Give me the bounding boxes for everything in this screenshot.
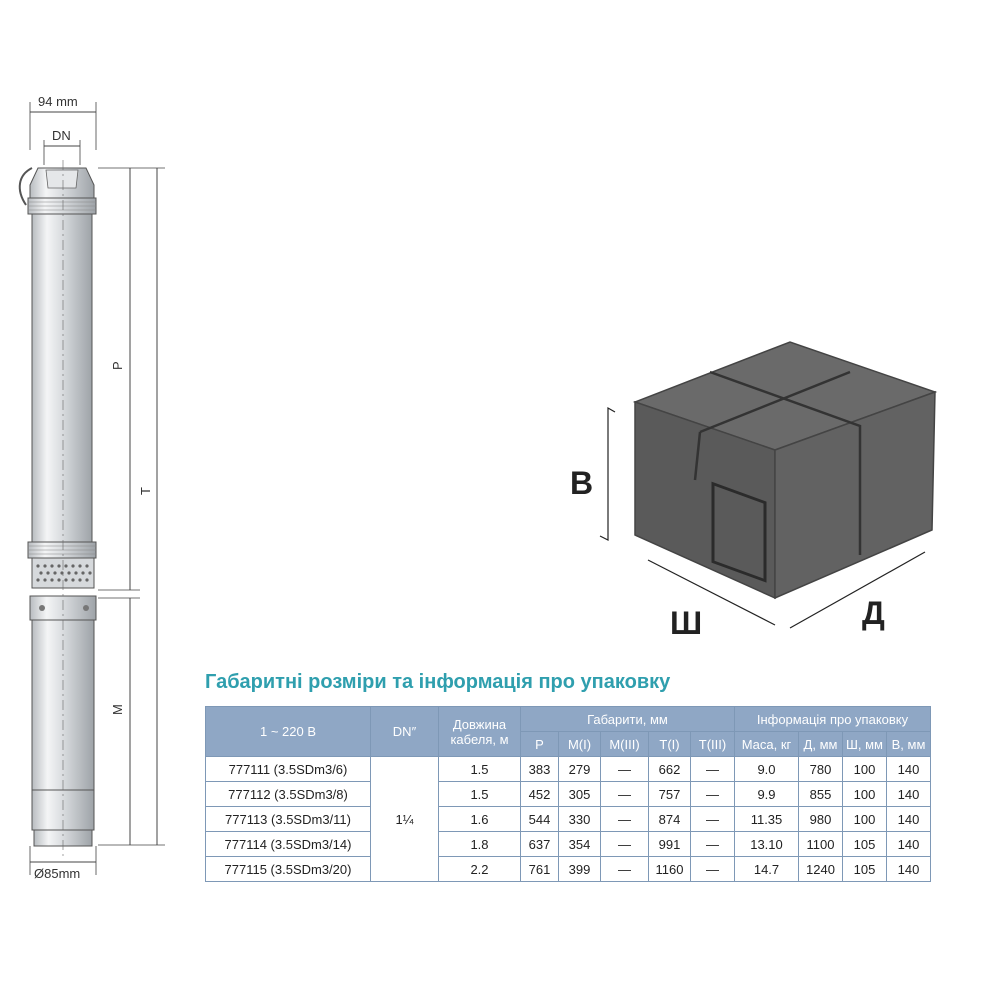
header-dimensions: Габарити, мм xyxy=(520,706,735,732)
cell-w: 100 xyxy=(842,781,887,807)
pump-drawing: 94 mm DN P T M Ø xyxy=(18,94,165,881)
cell-d: 1240 xyxy=(798,856,843,882)
cell-d: 855 xyxy=(798,781,843,807)
cell-m3: — xyxy=(600,856,649,882)
table-row: 777113 (3.5SDm3/11) 1.6 544 330 — 874 — … xyxy=(205,806,931,832)
subheader-row: P M(I) M(III) T(I) T(III) Маса, кг Д, мм… xyxy=(206,731,931,757)
cell-t1: 874 xyxy=(648,806,691,832)
cell-cable: 2.2 xyxy=(438,856,521,882)
cell-m3: — xyxy=(600,831,649,857)
subheader-t3: T(III) xyxy=(690,731,735,757)
subheader-p: P xyxy=(520,731,559,757)
dim-width-label: 94 mm xyxy=(38,94,78,109)
cell-t3: — xyxy=(690,856,735,882)
header-cable-line1: Довжина xyxy=(452,716,507,732)
subheader-m1: M(I) xyxy=(558,731,601,757)
dim-m-label: M xyxy=(110,704,125,715)
cell-cable: 1.5 xyxy=(438,781,521,807)
cell-t1: 662 xyxy=(648,756,691,782)
cell-w: 100 xyxy=(842,806,887,832)
box-height-label: В xyxy=(570,465,594,501)
cell-d: 980 xyxy=(798,806,843,832)
cell-model: 777114 (3.5SDm3/14) xyxy=(205,831,371,857)
cell-m3: — xyxy=(600,756,649,782)
cell-t3: — xyxy=(690,756,735,782)
cell-mass: 9.9 xyxy=(734,781,799,807)
dim-diameter-label: Ø85mm xyxy=(34,866,80,881)
cell-m1: 399 xyxy=(558,856,601,882)
cell-t3: — xyxy=(690,781,735,807)
header-cable-line2: кабеля, м xyxy=(450,731,509,747)
cell-t1: 991 xyxy=(648,831,691,857)
header-dn: DN″ xyxy=(370,706,439,757)
cell-mass: 9.0 xyxy=(734,756,799,782)
cell-h: 140 xyxy=(886,781,931,807)
table-row: 777112 (3.5SDm3/8) 1.5 452 305 — 757 — 9… xyxy=(205,781,931,807)
subheader-h: В, мм xyxy=(886,731,931,757)
cell-t1: 757 xyxy=(648,781,691,807)
box-length-label: Д xyxy=(862,595,885,631)
subheader-t1: T(I) xyxy=(648,731,691,757)
header-row: 1 ~ 220 В DN″ Довжина кабеля, м Габарити… xyxy=(205,706,931,757)
cell-h: 140 xyxy=(886,831,931,857)
cell-p: 544 xyxy=(520,806,559,832)
subheader-d: Д, мм xyxy=(798,731,843,757)
dim-t-label: T xyxy=(138,487,153,495)
cell-p: 383 xyxy=(520,756,559,782)
cell-t1: 1160 xyxy=(648,856,691,882)
table-row: 777111 (3.5SDm3/6) 1¼ 1.5 383 279 — 662 … xyxy=(205,756,931,882)
cell-m1: 354 xyxy=(558,831,601,857)
cell-model: 777111 (3.5SDm3/6) xyxy=(205,756,371,782)
box-width-label: Ш xyxy=(670,605,703,641)
cell-p: 452 xyxy=(520,781,559,807)
cell-mass: 14.7 xyxy=(734,856,799,882)
cell-h: 140 xyxy=(886,806,931,832)
cell-d: 1100 xyxy=(798,831,843,857)
subheader-mass: Маса, кг xyxy=(734,731,799,757)
cell-m3: — xyxy=(600,806,649,832)
cell-h: 140 xyxy=(886,756,931,782)
cell-model: 777113 (3.5SDm3/11) xyxy=(205,806,371,832)
subheader-w: Ш, мм xyxy=(842,731,887,757)
cell-model: 777115 (3.5SDm3/20) xyxy=(205,856,371,882)
cell-cable: 1.8 xyxy=(438,831,521,857)
cell-mass: 11.35 xyxy=(734,806,799,832)
cell-p: 637 xyxy=(520,831,559,857)
spec-table: 1 ~ 220 В DN″ Довжина кабеля, м Габарити… xyxy=(205,706,931,882)
fragile-icon xyxy=(711,481,767,583)
cell-t3: — xyxy=(690,831,735,857)
box-drawing xyxy=(599,341,938,629)
header-cable: Довжина кабеля, м xyxy=(438,706,521,757)
cell-dn: 1¼ xyxy=(370,756,439,882)
cell-w: 105 xyxy=(842,831,887,857)
cell-mass: 13.10 xyxy=(734,831,799,857)
cell-m1: 305 xyxy=(558,781,601,807)
cell-cable: 1.6 xyxy=(438,806,521,832)
cell-cable: 1.5 xyxy=(438,756,521,782)
header-voltage: 1 ~ 220 В xyxy=(205,706,371,757)
dim-dn-label: DN xyxy=(52,128,71,143)
dim-p-label: P xyxy=(110,361,125,370)
subheader-m3: M(III) xyxy=(600,731,649,757)
cell-model: 777112 (3.5SDm3/8) xyxy=(205,781,371,807)
cell-p: 761 xyxy=(520,856,559,882)
cell-h: 140 xyxy=(886,856,931,882)
cell-w: 105 xyxy=(842,856,887,882)
cell-w: 100 xyxy=(842,756,887,782)
cell-m1: 330 xyxy=(558,806,601,832)
cell-m1: 279 xyxy=(558,756,601,782)
table-row: 777115 (3.5SDm3/20) 2.2 761 399 — 1160 —… xyxy=(205,856,931,882)
table-row: 777114 (3.5SDm3/14) 1.8 637 354 — 991 — … xyxy=(205,831,931,857)
cell-t3: — xyxy=(690,806,735,832)
table-title: Габаритні розміри та інформація про упак… xyxy=(205,671,671,693)
cell-d: 780 xyxy=(798,756,843,782)
header-packaging: Інформація про упаковку xyxy=(734,706,931,732)
cell-m3: — xyxy=(600,781,649,807)
